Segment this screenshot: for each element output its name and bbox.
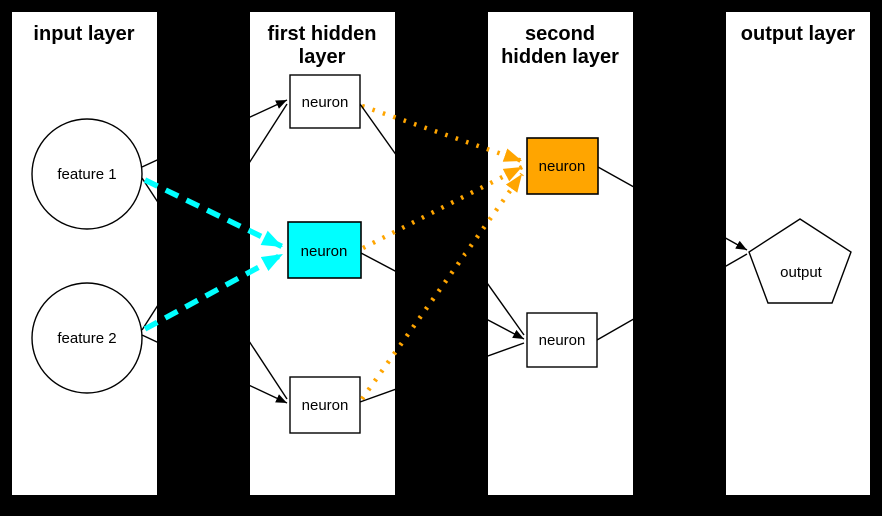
edge-feature2-to-hidden1-middle-cyan xyxy=(143,251,285,332)
edge-hidden2-top-to-output xyxy=(597,166,748,251)
edge-feature1-to-hidden1-middle-cyan xyxy=(143,177,285,250)
edge-feature1-to-hidden1-top xyxy=(141,99,288,168)
edge-hidden1-top-to-hidden2-bottom xyxy=(359,103,525,336)
layer-title-second-hidden-line1: second xyxy=(525,23,595,45)
edge-hidden1-bottom-to-hidden2-bottom xyxy=(359,342,525,403)
node-output-label: output xyxy=(780,264,823,281)
node-hidden2-neuron-top-box-orange xyxy=(526,137,599,195)
node-feature-2-label: feature 2 xyxy=(57,330,116,347)
node-hidden2-neuron-bottom-label: neuron xyxy=(539,332,586,349)
node-hidden1-neuron-top-box xyxy=(289,74,361,129)
edge-hidden1-bottom-to-hidden2-top-orange xyxy=(360,172,524,401)
edge-hidden1-middle-to-hidden2-top-orange xyxy=(361,164,524,251)
layer-title-first-hidden-line2: layer xyxy=(299,46,346,68)
layer-title-output: output layer xyxy=(741,23,856,45)
node-hidden1-neuron-bottom-box xyxy=(289,376,361,434)
layer-title-second-hidden-line2: hidden layer xyxy=(501,46,619,68)
layer-panel-input xyxy=(12,12,157,495)
layer-panel-second-hidden xyxy=(488,12,633,495)
node-feature-1-label: feature 1 xyxy=(57,166,116,183)
node-hidden2-neuron-top-label: neuron xyxy=(539,158,586,175)
edge-feature2-to-hidden1-bottom xyxy=(141,334,288,404)
node-hidden1-neuron-bottom-label: neuron xyxy=(302,397,349,414)
node-hidden2-neuron-bottom-box xyxy=(526,312,598,368)
layer-title-first-hidden-line1: first hidden xyxy=(268,23,377,45)
node-hidden1-neuron-middle-box-cyan xyxy=(287,221,362,279)
layer-title-input: input layer xyxy=(33,23,134,45)
node-feature-2-circle xyxy=(31,282,143,394)
edge-hidden1-middle-to-hidden2-bottom xyxy=(360,252,525,340)
edge-feature2-to-hidden1-top xyxy=(141,103,288,331)
node-hidden1-neuron-middle-label: neuron xyxy=(301,243,348,260)
node-output-pentagon xyxy=(748,218,852,304)
edge-hidden2-bottom-to-output xyxy=(596,253,748,341)
node-feature-1-circle xyxy=(31,118,143,230)
node-hidden1-neuron-top-label: neuron xyxy=(302,94,349,111)
